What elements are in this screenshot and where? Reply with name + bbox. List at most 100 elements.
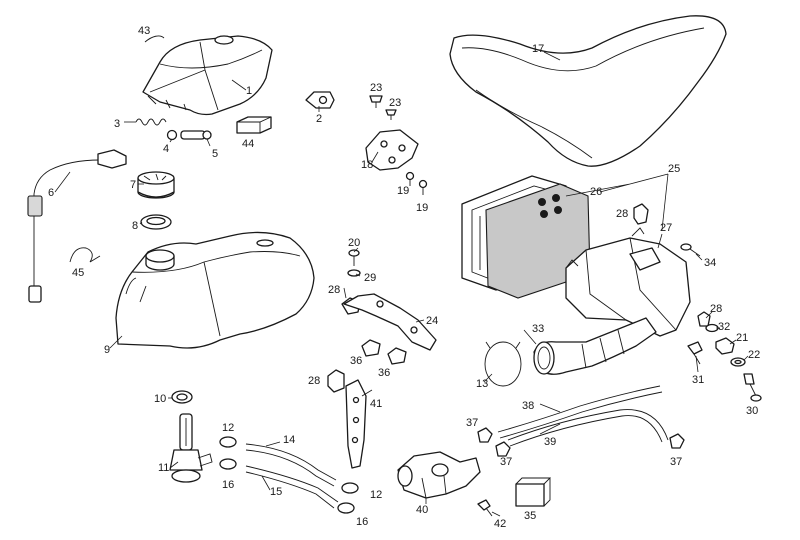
callout-28c: 28 [710,303,722,315]
part-19-screw-b [418,179,428,195]
part-10-clamp [171,390,193,404]
part-22-washer [730,357,746,367]
part-40-valve-body [397,451,481,499]
callout-25: 25 [668,163,680,175]
callout-36a: 36 [350,355,362,367]
callout-17: 17 [532,43,544,55]
part-44-pad [236,116,272,134]
callout-16b: 16 [356,516,368,528]
part-27-airbox [565,227,691,337]
part-28-clip-b [327,369,345,393]
callout-24: 24 [426,315,438,327]
callout-9: 9 [104,344,110,356]
callout-30: 30 [746,405,758,417]
part-41-bracket [345,379,367,469]
callout-23b: 23 [389,97,401,109]
callout-28a: 28 [616,208,628,220]
callout-28d: 28 [308,375,320,387]
part-5-pin [180,130,212,140]
callout-8: 8 [132,220,138,232]
part-36-clip-b [387,347,407,365]
part-13-hose-clamp [484,341,522,387]
callout-14: 14 [283,434,295,446]
part-21-nut [715,337,735,355]
callout-19a: 19 [397,185,409,197]
callout-31: 31 [692,374,704,386]
callout-21: 21 [736,332,748,344]
callout-45: 45 [72,267,84,279]
callout-36b: 36 [378,367,390,379]
callout-37a: 37 [466,417,478,429]
part-9-fuel-tank [115,231,315,349]
part-18-bracket [365,129,419,171]
part-43-clip [144,35,165,43]
callout-39: 39 [544,436,556,448]
callout-16a: 16 [222,479,234,491]
callout-43: 43 [138,25,150,37]
callout-40: 40 [416,504,428,516]
part-7-fuel-cap [137,171,175,199]
callout-20: 20 [348,237,360,249]
callout-11: 11 [158,462,169,474]
callout-38: 38 [522,400,534,412]
callout-35: 35 [524,510,536,522]
callout-7: 7 [130,179,136,191]
part-23-bolt-b [385,109,397,120]
part-2-bracket [305,91,335,109]
part-39-hose-edge [509,415,663,447]
callout-12a: 12 [222,422,234,434]
callout-10: 10 [154,393,166,405]
callout-23a: 23 [370,82,382,94]
part-16-clamp-a [219,458,237,470]
callout-34: 34 [704,257,716,269]
part-37-clip-a [477,427,493,443]
part-6-sensor-cable [27,149,127,303]
part-38-hose [497,385,661,433]
callout-28b: 28 [328,284,340,296]
part-28-clip-c [633,203,649,225]
part-11-fuel-tap [169,413,213,483]
part-24-bracket [343,293,437,351]
callout-33: 33 [532,323,544,335]
part-23-bolt-a [369,95,383,108]
part-4-ring [166,129,178,141]
leader-lines [54,51,749,517]
part-12-clamp-b [341,482,359,494]
part-12-clamp-a [219,436,237,448]
part-3-spring [135,118,167,126]
part-14-hose-edge [245,449,335,487]
part-38-hose-edge [499,391,663,439]
callout-4: 4 [163,143,169,155]
part-15-hose [245,465,339,503]
part-28-clip-d [697,311,711,327]
callout-37c: 37 [670,456,682,468]
callout-3: 3 [114,118,120,130]
part-16-clamp-b [337,502,355,514]
callout-15: 15 [270,486,282,498]
part-17-seat [449,15,727,167]
callout-27: 27 [660,222,672,234]
part-33-intake-duct [533,317,657,375]
part-19-screw-a [405,171,415,186]
callout-44: 44 [242,138,254,150]
part-35-pad [515,477,552,507]
part-34-screw [680,243,701,257]
part-45-clip [69,247,101,263]
callout-41: 41 [370,398,382,410]
part-1-tank-cover [142,35,273,116]
callout-2: 2 [316,113,322,125]
part-37-clip-c [669,433,685,449]
callout-5: 5 [212,148,218,160]
part-42-screw [477,499,493,517]
part-25-air-filter [485,183,591,299]
part-15-hose-edge [245,471,335,509]
part-31-screw [687,341,703,365]
part-30-bolt [743,373,762,402]
part-8-ring [140,214,172,230]
part-20-screw [348,249,360,266]
callout-18: 18 [361,159,373,171]
callout-37b: 37 [500,456,512,468]
callout-1: 1 [246,85,252,97]
part-39-hose [507,409,669,441]
